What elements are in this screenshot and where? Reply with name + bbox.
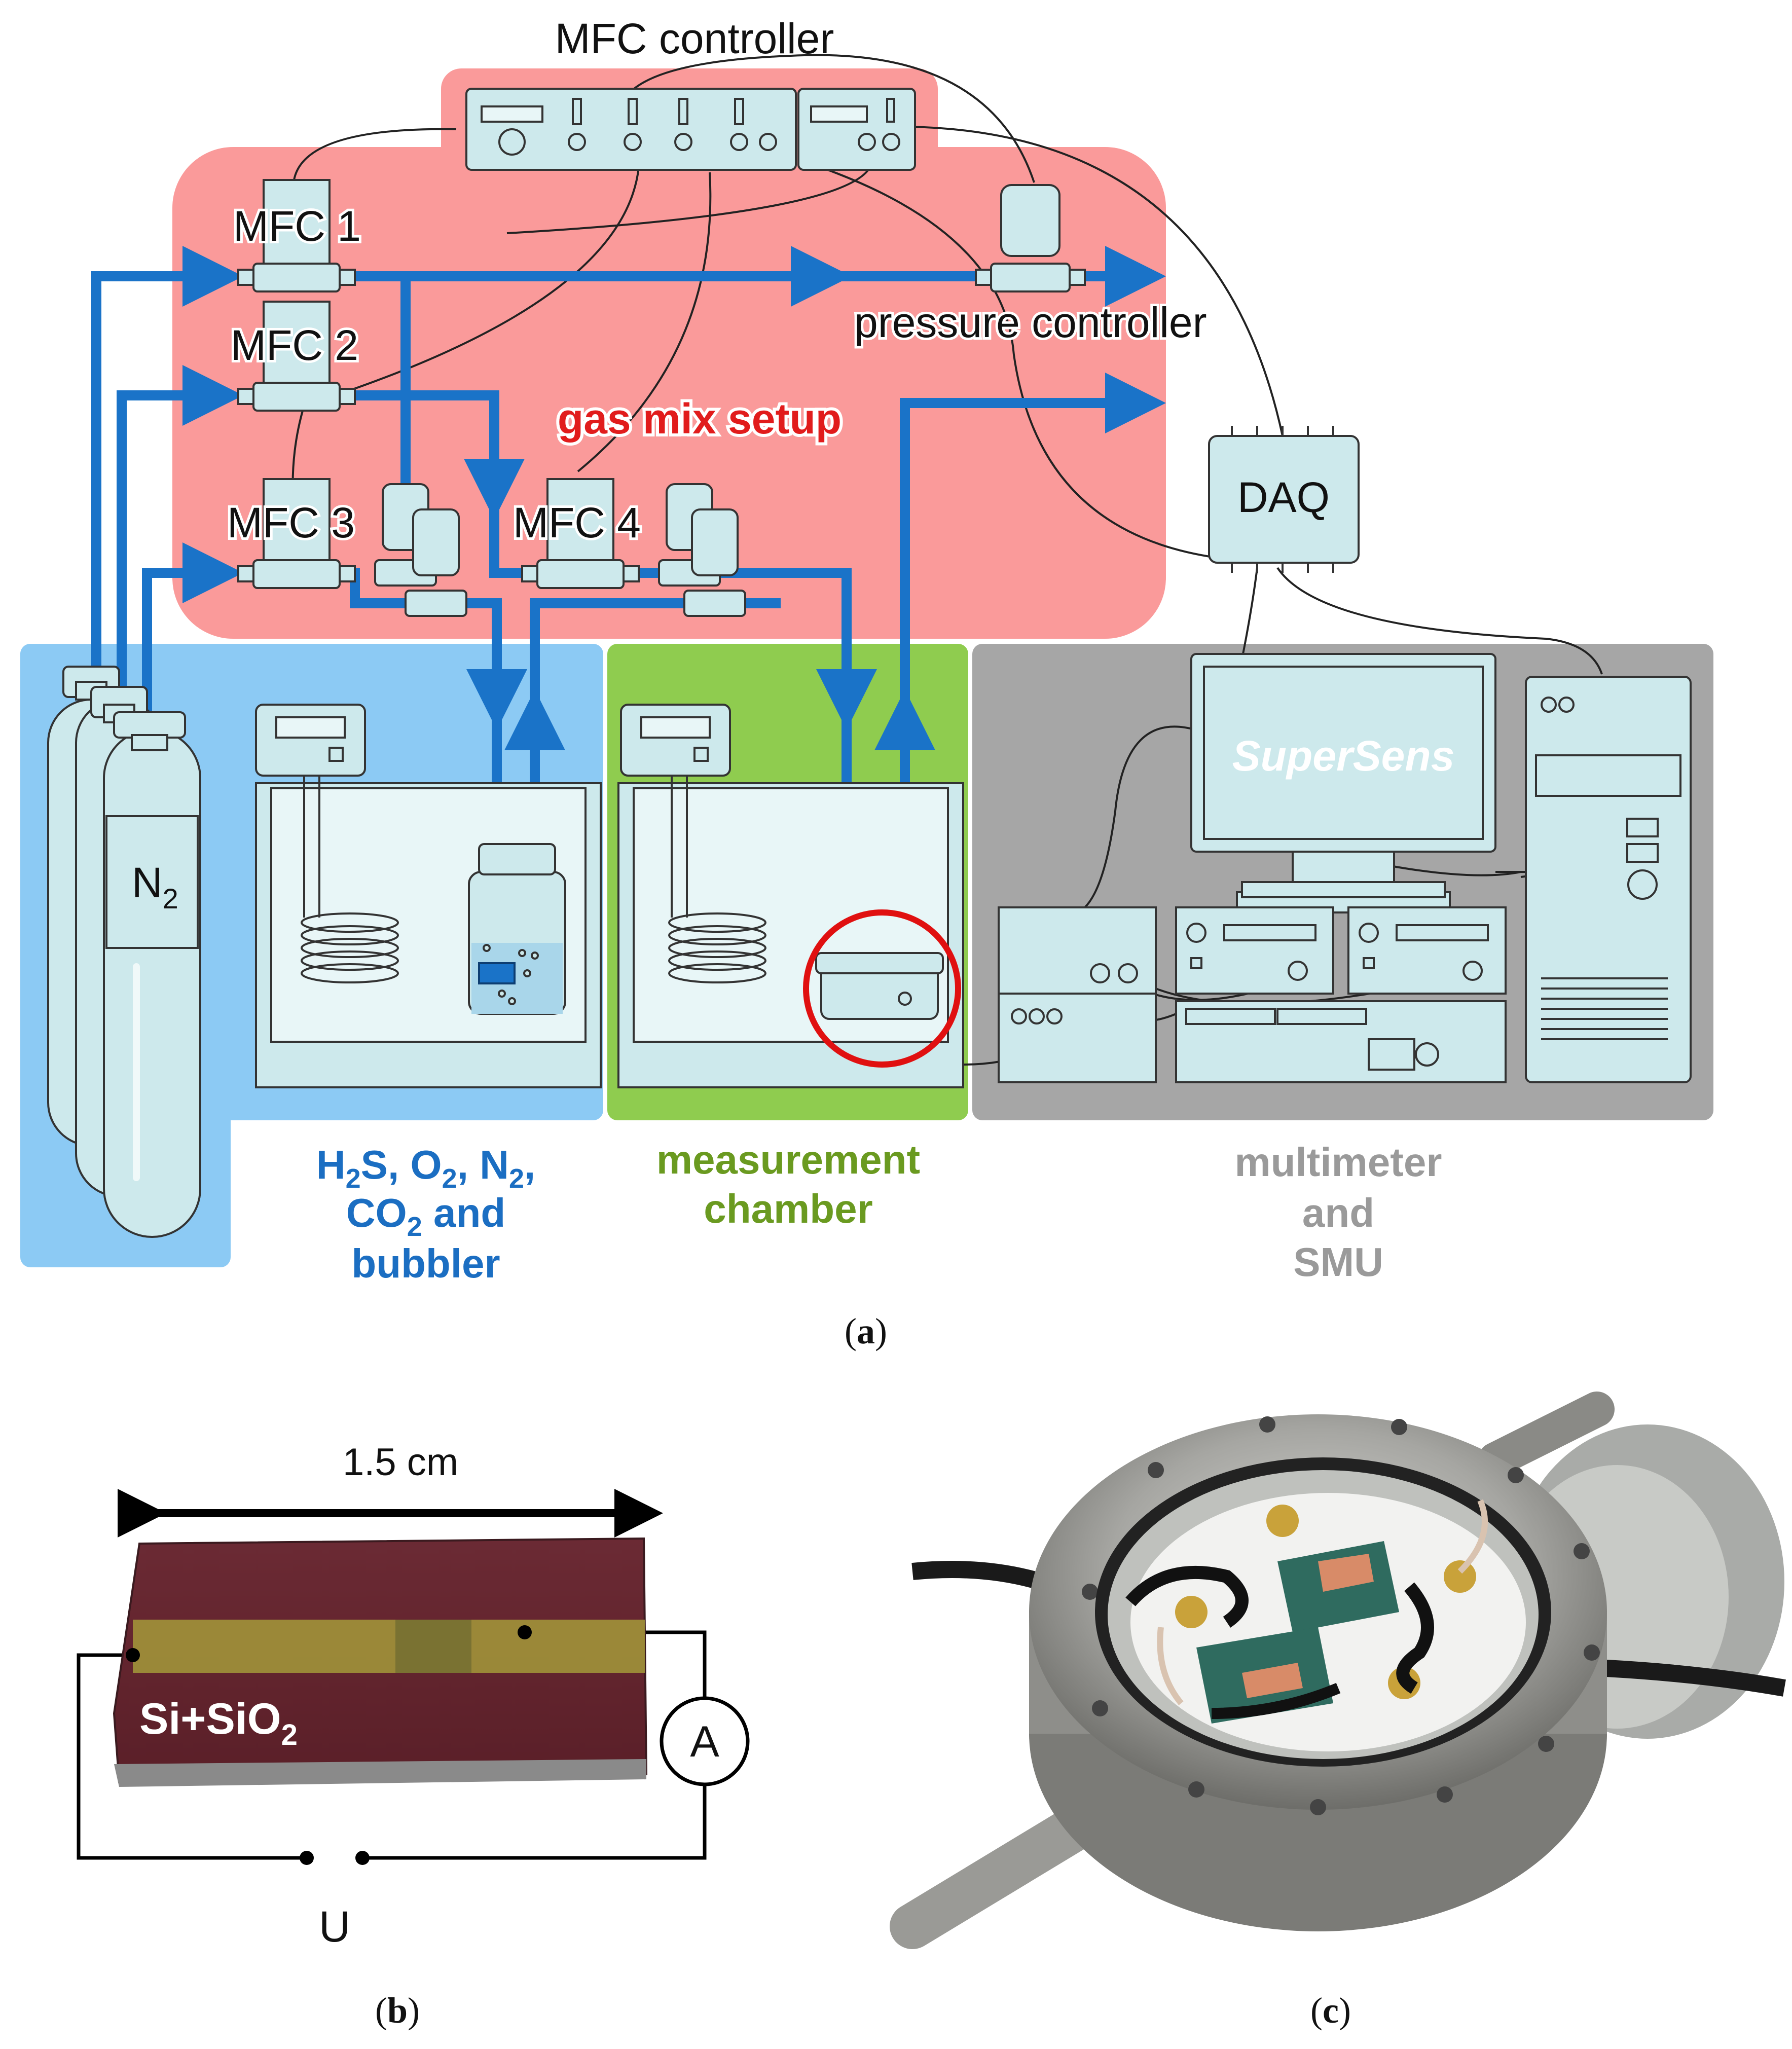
n2-label: N2 (132, 859, 178, 914)
terminal-right (355, 1851, 370, 1865)
gas-cylinders (47, 666, 201, 1238)
daq-box (1208, 426, 1360, 573)
mfc2-label: MFC 2 (231, 321, 358, 369)
ammeter (660, 1696, 750, 1786)
supersens-label: SuperSens (1232, 732, 1455, 780)
meter-caption-line1: multimeter (1235, 1140, 1442, 1185)
mfc-controller-label: MFC controller (555, 15, 834, 62)
mfc4-label: MFC 4 (513, 499, 641, 546)
bubbler-bath (255, 704, 602, 1088)
meter-caption-line2: and (1302, 1190, 1374, 1235)
chamber-caption-line2: chamber (704, 1186, 872, 1231)
panel-a-labels: MFC controller MFC 1 MFC 2 MFC 3 MFC 4 p… (132, 15, 1454, 1286)
instruments (998, 653, 1692, 1083)
mfc-units (237, 179, 1086, 617)
daq-label: DAQ (1237, 473, 1330, 521)
gas-mix-setup-label: gas mix setup (558, 395, 842, 443)
electrode-strip (133, 1620, 645, 1673)
caption-b: (b) (375, 1990, 420, 2031)
gas-caption-line3: bubbler (351, 1241, 500, 1286)
caption-a: (a) (845, 1311, 887, 1351)
mfc3-label: MFC 3 (227, 499, 355, 546)
contact-left (126, 1648, 140, 1662)
pressure-controller-label: pressure controller (854, 299, 1207, 346)
substrate-label: Si+SiO2 (139, 1695, 298, 1751)
gas-caption-line1: H2S, O2, N2, (316, 1142, 535, 1194)
mfc-controller (465, 88, 916, 171)
caption-c: (c) (1310, 1990, 1351, 2031)
terminal-left (300, 1851, 314, 1865)
contact-right (518, 1625, 532, 1639)
chamber-caption-line1: measurement (656, 1137, 920, 1182)
voltage-label: U (319, 1902, 350, 1951)
panel-c-chamber-photo (890, 1392, 1786, 1952)
wafer-edge (114, 1759, 646, 1787)
dimension-label: 1.5 cm (343, 1441, 458, 1484)
electrode-strip-dark (395, 1620, 471, 1673)
chamber-highlight-ring (803, 909, 961, 1068)
gas-caption-line2: CO2 and (346, 1190, 506, 1242)
mfc1-label: MFC 1 (233, 202, 361, 250)
panel-b: 1.5 cm Si+SiO2 A U (77, 1441, 750, 1951)
meter-caption-line3: SMU (1293, 1239, 1383, 1285)
ammeter-label: A (690, 1717, 719, 1766)
